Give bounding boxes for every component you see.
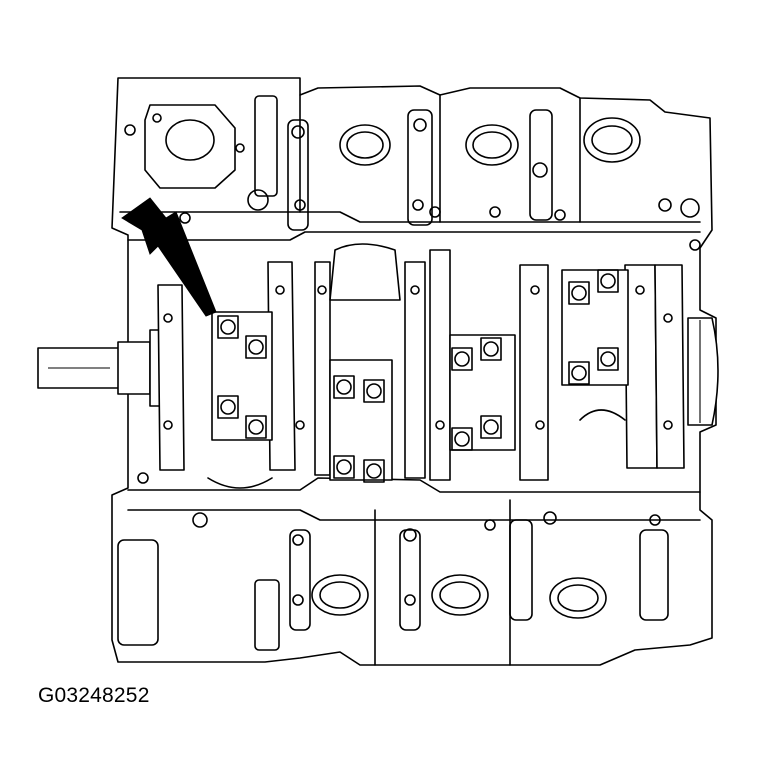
- crank-bay-holes: [137, 239, 701, 484]
- bolt-icon: [217, 315, 239, 339]
- bolt-icon: [568, 281, 590, 305]
- figure-id-label: G03248252: [38, 684, 150, 707]
- bearing-journals: [157, 249, 685, 481]
- bolt-icon: [333, 375, 355, 399]
- bolt-icon: [363, 379, 385, 403]
- engine-block-outline: [111, 77, 717, 666]
- bolt-icon: [333, 455, 355, 479]
- bolt-icon: [597, 269, 619, 293]
- pulley: [687, 317, 719, 426]
- bolt-icon: [245, 415, 267, 439]
- upper-case-details: [119, 94, 701, 231]
- bolt-icon: [363, 459, 385, 483]
- bolt-icon: [245, 335, 267, 359]
- arrow-icon: [121, 197, 217, 317]
- bolt-icon: [480, 337, 502, 361]
- bolt-icon: [568, 361, 590, 385]
- bolt-icon: [451, 347, 473, 371]
- input-shaft: [37, 329, 169, 407]
- bolts: [217, 269, 619, 483]
- bolt-icon: [597, 347, 619, 371]
- lower-case-details: [117, 499, 701, 666]
- bolt-icon: [451, 427, 473, 451]
- bolt-icon: [480, 415, 502, 439]
- bolt-icon: [217, 395, 239, 419]
